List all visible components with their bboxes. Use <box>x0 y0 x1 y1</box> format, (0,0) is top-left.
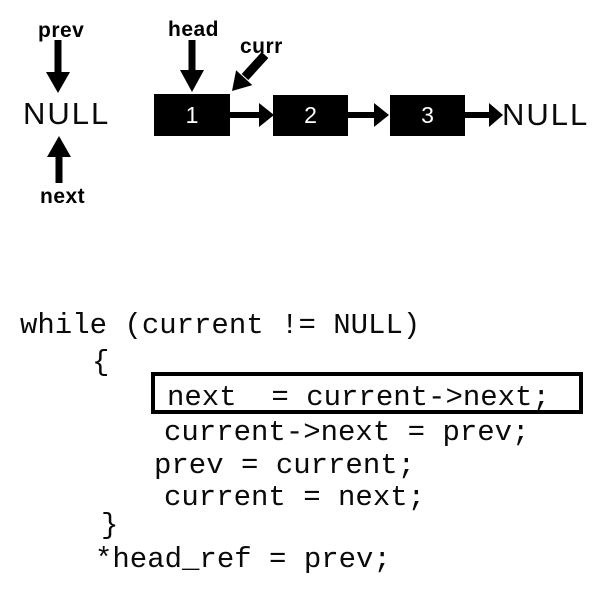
next-pointer-label: next <box>40 185 86 208</box>
prev-pointer-label: prev <box>38 19 85 42</box>
prev-arrow-icon <box>46 40 70 93</box>
code-line-close-brace: } <box>101 509 119 542</box>
code-line-current-assign: current = next; <box>164 481 426 514</box>
list-node-3-value: 3 <box>421 102 434 128</box>
code-line-next-assign: next = current->next; <box>167 381 550 414</box>
link-arrow-node2-node3 <box>348 103 389 127</box>
curr-arrow-icon <box>232 51 269 91</box>
link-arrow-node3-null <box>465 103 503 127</box>
highlight-box <box>151 372 583 414</box>
list-node-2: 2 <box>273 95 348 136</box>
next-arrow-icon <box>47 136 71 183</box>
code-line-head-ref-assign: *head_ref = prev; <box>95 543 391 576</box>
head-pointer-label: head <box>168 18 220 41</box>
head-arrow-icon <box>180 40 204 92</box>
link-arrow-node1-node2 <box>230 103 274 127</box>
code-line-while: while (current != NULL) <box>20 309 421 342</box>
list-node-3: 3 <box>390 95 465 136</box>
code-line-current-next-assign: current->next = prev; <box>164 416 530 449</box>
code-line-prev-assign: prev = current; <box>154 449 416 482</box>
list-node-1-value: 1 <box>185 101 199 128</box>
curr-pointer-label: curr <box>240 35 283 58</box>
null-right-text: NULL <box>502 97 590 132</box>
list-node-1: 1 <box>154 94 230 136</box>
null-left-text: NULL <box>23 96 111 131</box>
code-line-open-brace: { <box>92 346 110 379</box>
list-node-2-value: 2 <box>304 102 317 128</box>
